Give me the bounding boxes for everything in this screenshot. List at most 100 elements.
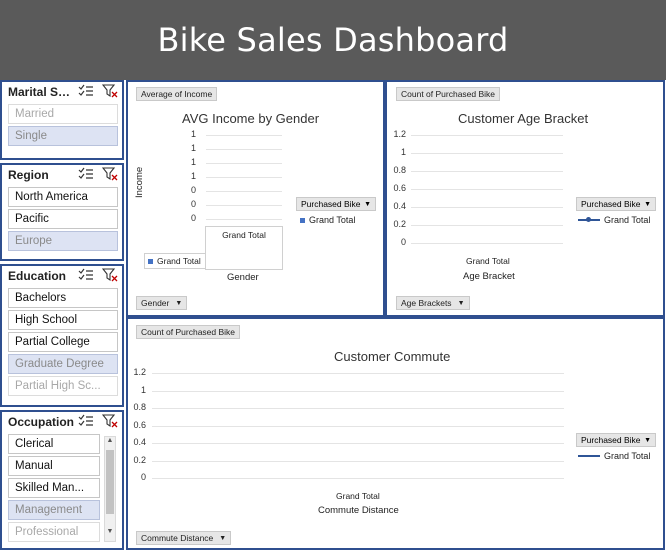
scroll-down-arrow-icon[interactable]: ▼	[106, 528, 114, 535]
value-field-button[interactable]: Count of Purchased Bike	[136, 325, 241, 339]
multi-select-icon[interactable]	[78, 84, 94, 98]
axis-field-label: Age Brackets	[401, 298, 452, 308]
y-tick-label: 0.2	[393, 219, 406, 229]
value-field-label: Count of Purchased Bike	[401, 89, 496, 99]
legend-entry: Grand Total	[300, 215, 355, 225]
dropdown-arrow-icon: ▼	[175, 299, 183, 307]
y-tick-label: 0.4	[393, 201, 406, 211]
chart-title: Customer Commute	[334, 349, 451, 364]
slicer-item[interactable]: Married	[8, 104, 118, 124]
dashboard-title: Bike Sales Dashboard	[157, 21, 509, 59]
axis-field-button[interactable]: Age Brackets ▼	[396, 296, 470, 310]
chart-panel-commute[interactable]: Count of Purchased Bike Customer Commute…	[126, 317, 665, 550]
gridline	[411, 135, 563, 136]
slicer-item[interactable]: Graduate Degree	[8, 354, 118, 374]
slicer-header: Education	[2, 266, 122, 286]
legend-field-label: Purchased Bike	[581, 199, 641, 209]
slicer-scrollbar[interactable]: ▲ ▼	[104, 436, 116, 542]
chart-title: Customer Age Bracket	[458, 111, 589, 126]
clear-filter-icon[interactable]	[102, 268, 118, 282]
legend-field-button[interactable]: Purchased Bike▼	[576, 197, 656, 211]
y-tick-label: 0.4	[133, 437, 146, 447]
legend-entry: Grand Total	[578, 451, 650, 461]
series-line-marker	[578, 217, 600, 222]
chart-panel-age[interactable]: Count of Purchased Bike Customer Age Bra…	[385, 80, 665, 317]
slicer-header: Marital Sta...	[2, 82, 122, 102]
data-table-legend: Grand Total	[144, 253, 206, 269]
gridline	[206, 191, 282, 192]
legend-entry: Grand Total	[578, 215, 650, 225]
y-tick-label: 1	[190, 143, 196, 153]
slicer-title: Marital Sta...	[8, 85, 74, 99]
value-field-button[interactable]: Count of Purchased Bike	[396, 87, 501, 101]
slicer-title: Region	[8, 168, 49, 182]
slicer-item[interactable]: High School	[8, 310, 118, 330]
slicer-item[interactable]: Management	[8, 500, 100, 520]
slicer-item[interactable]: Single	[8, 126, 118, 146]
legend-field-button[interactable]: Purchased Bike▼	[296, 197, 376, 211]
dashboard-header: Bike Sales Dashboard	[0, 0, 666, 80]
gridline	[152, 478, 564, 479]
legend-field-label: Purchased Bike	[581, 435, 641, 445]
gridline	[206, 149, 282, 150]
slicer-item[interactable]: Professional	[8, 522, 100, 542]
y-tick-label: 0.8	[133, 402, 146, 412]
slicer-title: Education	[8, 269, 67, 283]
dropdown-arrow-icon: ▼	[644, 200, 651, 208]
gridline	[152, 460, 564, 462]
slicer-item[interactable]: Partial College	[8, 332, 118, 352]
slicer-item[interactable]: Europe	[8, 231, 118, 251]
value-field-button[interactable]: Average of Income	[136, 87, 218, 101]
gridline	[152, 425, 564, 427]
y-tick-label: 0	[190, 199, 196, 209]
slicer-item[interactable]: Pacific	[8, 209, 118, 229]
clear-filter-icon[interactable]	[102, 167, 118, 181]
clear-filter-icon[interactable]	[102, 84, 118, 98]
series-line-marker	[578, 455, 600, 457]
axis-field-button[interactable]: Commute Distance▼	[136, 531, 232, 545]
legend-entry-label: Grand Total	[604, 451, 651, 461]
slicer-title: Occupation	[8, 415, 74, 429]
gridline	[206, 135, 282, 136]
scroll-up-arrow-icon[interactable]: ▲	[106, 437, 114, 444]
axis-field-label: Gender	[141, 298, 170, 308]
slicer-item[interactable]: Bachelors	[8, 288, 118, 308]
chart-title: AVG Income by Gender	[182, 111, 320, 126]
gridline	[152, 408, 564, 409]
clear-filter-icon[interactable]	[102, 414, 118, 428]
gridline	[411, 153, 563, 154]
dropdown-arrow-icon: ▼	[457, 299, 465, 307]
axis-field-button[interactable]: Gender ▼	[136, 296, 188, 310]
legend-entry-label: Grand Total	[604, 215, 651, 225]
y-tick-label: 1.2	[133, 367, 146, 377]
slicer-item[interactable]: North America	[8, 187, 118, 207]
column-header-label: Grand Total	[222, 230, 266, 240]
slicer-item[interactable]: Partial High Sc...	[8, 376, 118, 396]
slicer-item[interactable]: Skilled Man...	[8, 478, 100, 498]
slicer-item[interactable]: Manual	[8, 456, 100, 476]
value-field-label: Average of Income	[141, 89, 213, 99]
gridline	[411, 243, 563, 244]
multi-select-icon[interactable]	[78, 268, 94, 282]
gridline	[152, 390, 564, 392]
legend-field-label: Purchased Bike	[301, 199, 361, 209]
x-category-label: Grand Total	[466, 256, 510, 266]
multi-select-icon[interactable]	[78, 167, 94, 181]
y-tick-label: 1	[140, 384, 146, 395]
legend-field-button[interactable]: Purchased Bike▼	[576, 433, 656, 447]
y-tick-label: 1	[190, 129, 196, 139]
y-tick-label: 1	[400, 147, 406, 157]
chart-panel-income[interactable]: Average of Income AVG Income by Gender I…	[126, 80, 385, 317]
multi-select-icon[interactable]	[78, 414, 94, 428]
y-tick-label: 0	[140, 472, 146, 482]
scrollbar-thumb[interactable]	[106, 450, 114, 514]
column-header-cell: Grand Total	[205, 226, 283, 270]
y-tick-label: 0	[400, 237, 406, 247]
slicer-item[interactable]: Clerical	[8, 434, 100, 454]
x-axis-title: Gender	[227, 272, 259, 283]
legend-entry-label: Grand Total	[309, 215, 356, 225]
